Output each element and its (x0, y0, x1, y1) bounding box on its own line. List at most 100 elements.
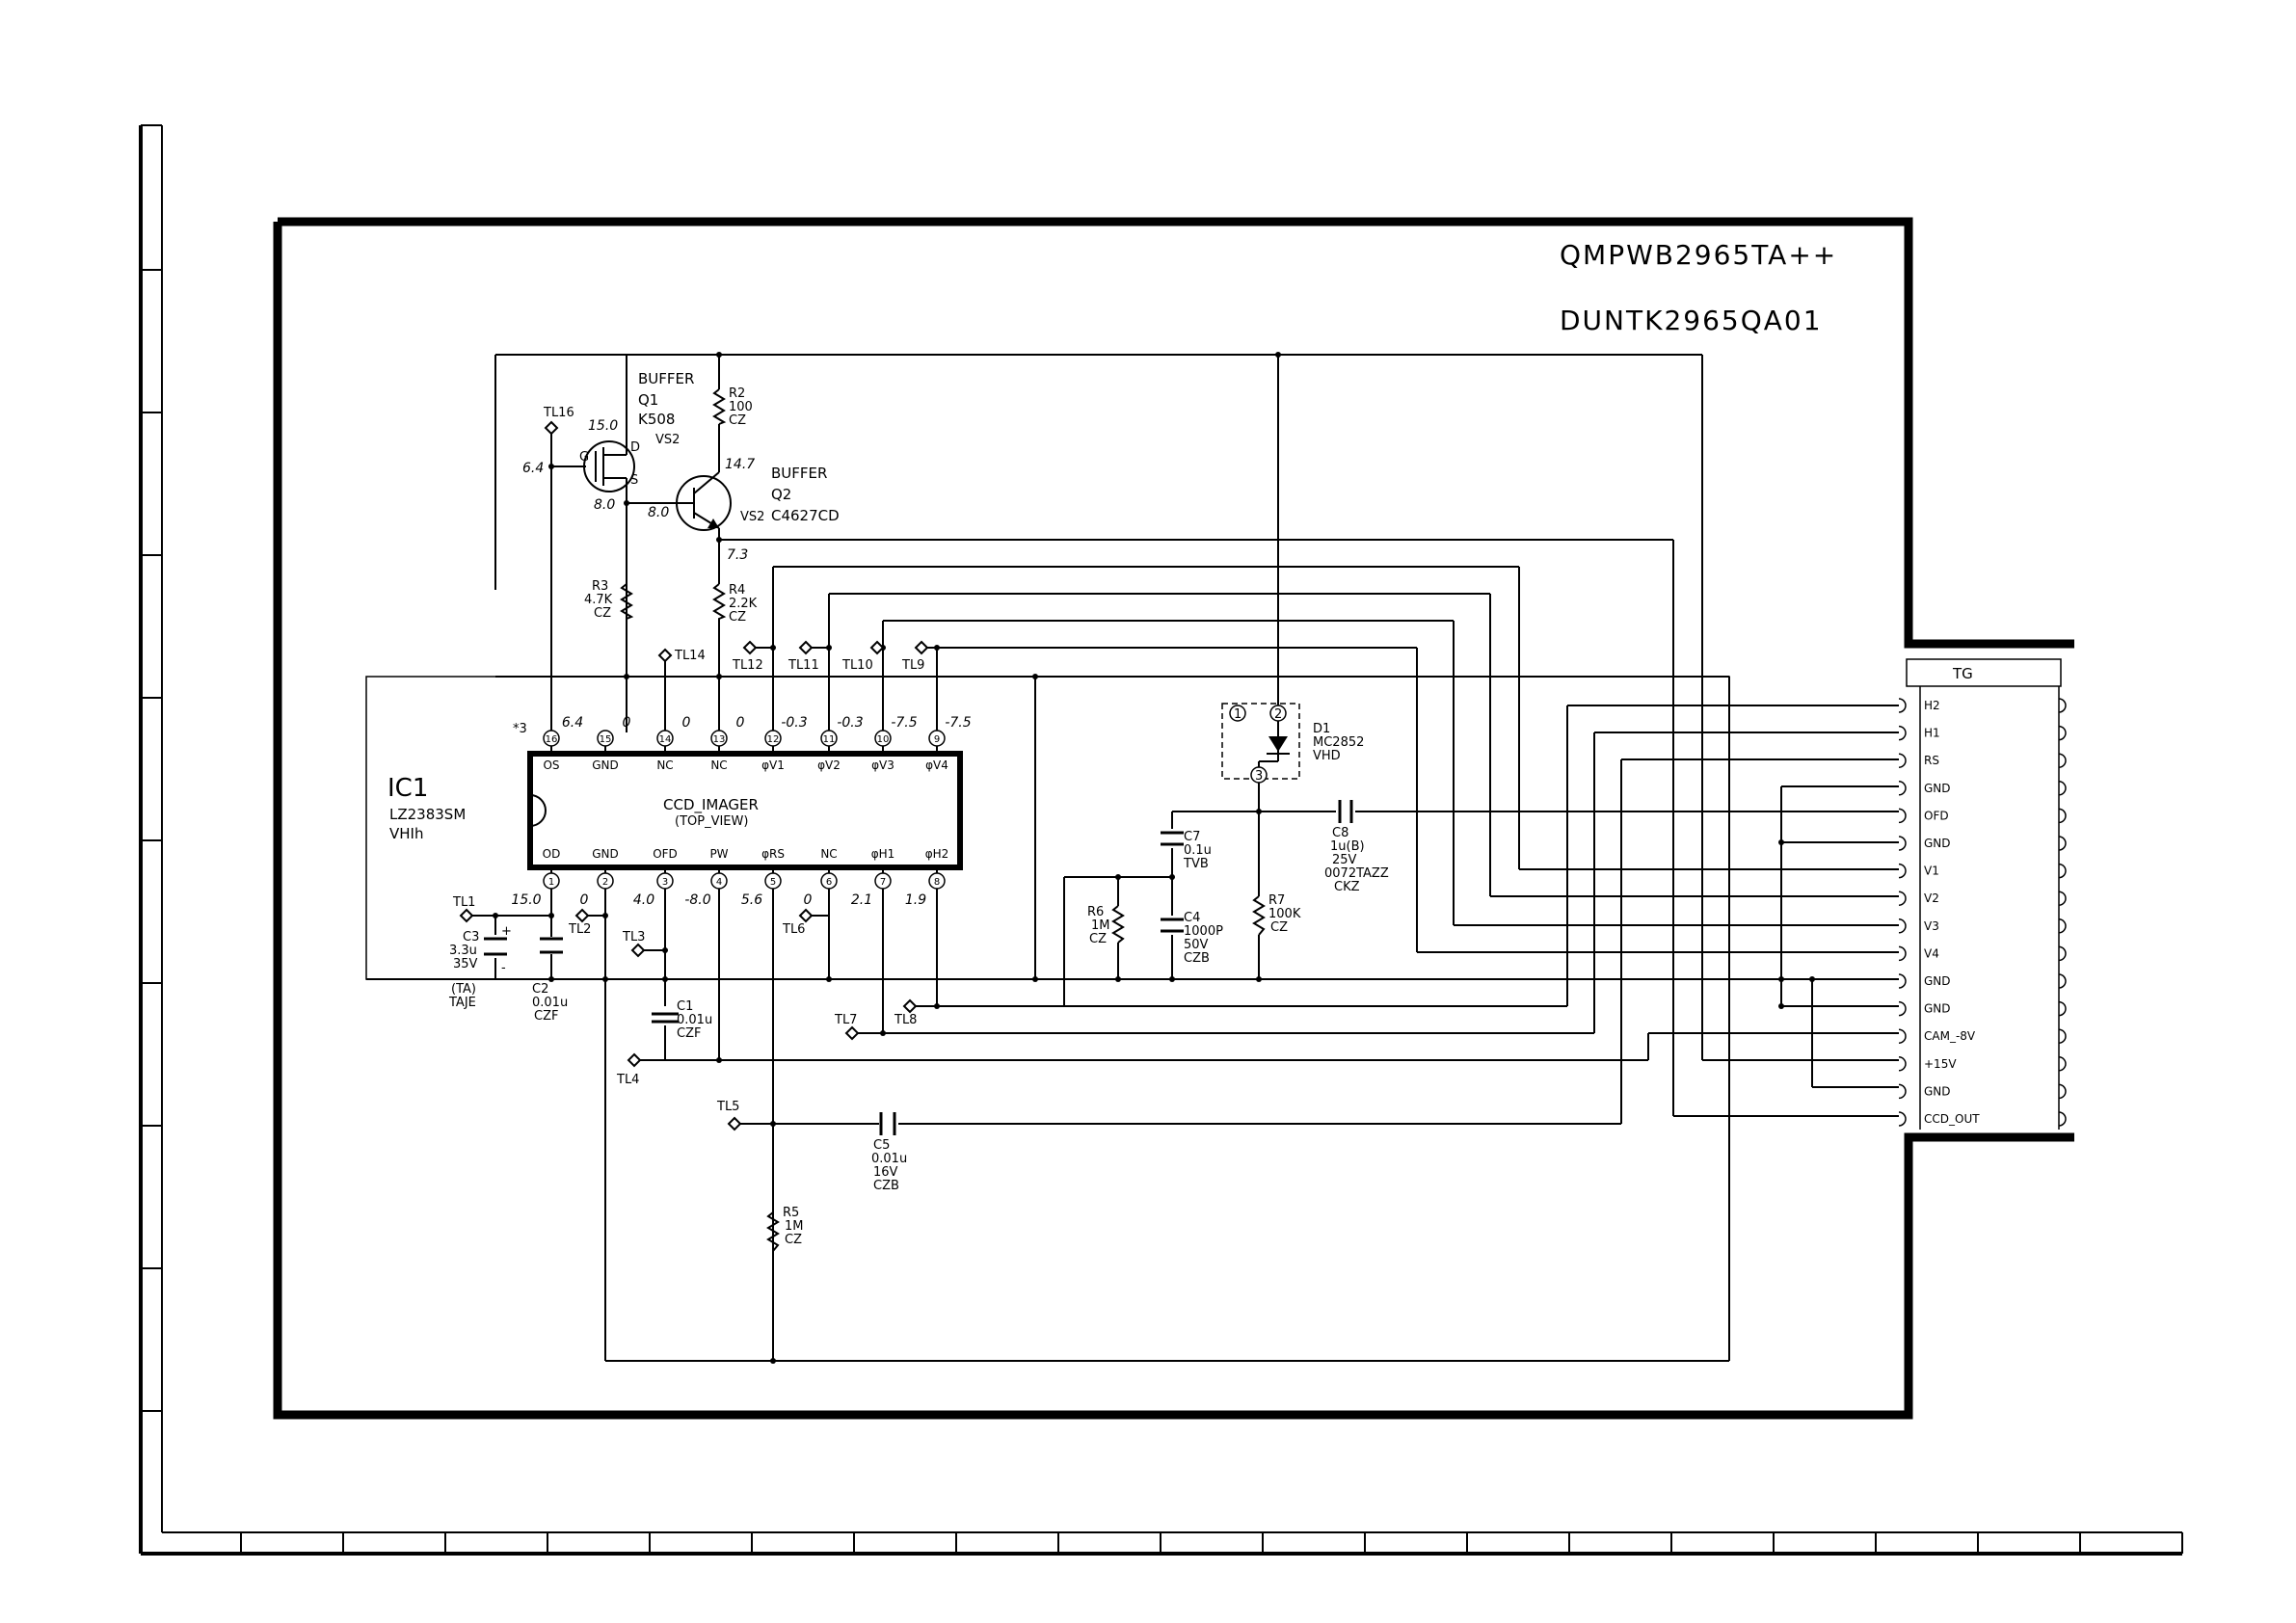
q2-type: VS2 (740, 510, 764, 524)
c4-value: 1000P (1184, 924, 1223, 939)
tg-pin-left-contact (1898, 698, 1907, 713)
tg-pin-label: GND (1924, 1084, 1951, 1098)
r3-ref: R3 (592, 579, 608, 594)
tg-pin-label: V1 (1924, 865, 1939, 878)
tg-pin-right-contact (2058, 945, 2067, 962)
r4-value: 2.2K (729, 597, 758, 611)
tg-pin-left-contact (1898, 753, 1907, 768)
c3-minus: - (501, 961, 506, 975)
r2-type: CZ (729, 413, 746, 428)
c5-ref: C5 (873, 1138, 890, 1153)
tg-pin-label: GND (1924, 782, 1951, 795)
tg-pin-label: H2 (1924, 699, 1940, 712)
ccd-pins: 16OS6.415GND014NC013NC012φV1-0.311φV2-0.… (511, 715, 971, 908)
tg-pin-left-contact (1898, 863, 1907, 879)
d1-pin2: 2 (1274, 707, 1282, 722)
tl3-label: TL3 (622, 930, 645, 945)
tg-pins: H2H1RSGNDOFDGNDV1V2V3V4GNDGNDCAM_-8V+15V… (1898, 698, 2067, 1127)
tg-pin-label: CCD_OUT (1924, 1112, 1980, 1126)
tl10-label: TL10 (841, 658, 873, 673)
q1-source-label: S (630, 473, 638, 488)
tl2-label: TL2 (568, 922, 591, 937)
ic-top-pin-voltage: -7.5 (945, 715, 971, 731)
c5-type: CZB (873, 1179, 899, 1193)
q1-fet: G D S (579, 434, 640, 492)
ic-bottom-pin-voltage: -8.0 (684, 892, 710, 908)
ic1-mark: *3 (513, 722, 527, 736)
tg-pin-right-contact (2058, 1000, 2067, 1017)
ic-top-pin-name: GND (592, 758, 619, 772)
q2-ref: Q2 (771, 486, 791, 503)
ic-top-pin-name: NC (656, 758, 673, 772)
r6-value: 1M (1091, 918, 1110, 933)
r2-ref: R2 (729, 386, 745, 401)
tg-pin-left-contact (1898, 891, 1907, 906)
d1-type: VHD (1313, 749, 1341, 763)
d1-ref: D1 (1313, 722, 1330, 736)
c3-plus: + (501, 924, 512, 939)
c8-capacitor (1338, 800, 1353, 823)
r3-resistor (620, 583, 634, 620)
c1-value: 0.01u (677, 1013, 712, 1027)
tg-pin-label: V2 (1924, 891, 1939, 905)
ic-top-pin-voltage: 0 (682, 715, 691, 731)
c2-ref: C2 (532, 982, 548, 997)
c3-value: 3.3u (449, 944, 477, 958)
wires (366, 354, 1899, 1362)
q2-base-voltage: 8.0 (648, 505, 669, 520)
ccd-imager-subtitle: (TOP_VIEW) (675, 814, 748, 829)
tg-pin-label: GND (1924, 837, 1951, 850)
c7-ref: C7 (1184, 830, 1200, 844)
ic-top-pin-number: 9 (934, 734, 940, 745)
q2-emitter-voltage: 7.3 (727, 547, 748, 563)
c3-note: (TA) (451, 982, 476, 997)
tg-pin-right-contact (2058, 836, 2067, 851)
ic-bottom-pin-voltage: 4.0 (633, 892, 654, 908)
c7-value: 0.1u (1184, 843, 1212, 858)
r6-resistor (1111, 905, 1125, 944)
tg-pin-label: V4 (1924, 946, 1939, 960)
ic1-part: LZ2383SM (389, 806, 466, 823)
r3-value: 4.7K (584, 593, 613, 607)
board-part-number: QMPWB2965TA++ (1560, 239, 1837, 271)
ic-bottom-pin-name: NC (820, 847, 837, 861)
q1-part: K508 (638, 411, 675, 428)
q1-name: BUFFER (638, 370, 694, 387)
c8-value: 1u(B) (1330, 839, 1365, 854)
tg-pin-left-contact (1898, 945, 1907, 962)
tg-pin-left-contact (1898, 836, 1907, 851)
ic-bottom-pin-name: φRS (761, 847, 785, 861)
ic-top-pin-name: OS (543, 758, 559, 772)
ic-bottom-pin-7 (874, 872, 892, 890)
ic-bottom-pin-2 (597, 872, 614, 890)
ic-top-pin-number: 15 (600, 734, 612, 745)
q1-source-voltage: 8.0 (594, 497, 615, 513)
q1-ref: Q1 (638, 391, 658, 409)
tl1-label: TL1 (452, 895, 475, 910)
tl4-label: TL4 (616, 1073, 639, 1087)
tl7-label: TL7 (834, 1013, 857, 1027)
tg-pin-left-contact (1898, 808, 1907, 824)
ic-bottom-pin-voltage: 2.1 (851, 892, 872, 908)
r5-ref: R5 (783, 1206, 799, 1220)
tl8-label: TL8 (894, 1013, 917, 1027)
tg-pin-label: GND (1924, 974, 1951, 988)
r6-type: CZ (1089, 932, 1107, 946)
c8-type: CKZ (1334, 880, 1360, 894)
tg-pin-right-contact (2058, 808, 2067, 824)
ic-top-pin-voltage: 6.4 (562, 715, 583, 731)
r5-resistor (766, 1211, 780, 1252)
tg-pin-label: GND (1924, 1002, 1951, 1016)
q2-collector-voltage: 14.7 (725, 457, 755, 472)
ic-bottom-pin-4 (710, 872, 728, 890)
tl14-label: TL14 (674, 649, 706, 663)
board-unit-number: DUNTK2965QA01 (1560, 305, 1823, 336)
c4-voltage: 50V (1184, 938, 1209, 952)
tl11-label: TL11 (788, 658, 819, 673)
ic-top-pin-11 (820, 730, 838, 747)
tg-pin-label: CAM_-8V (1924, 1029, 1976, 1043)
c4-capacitor (1161, 918, 1184, 933)
tg-pin-right-contact (2058, 725, 2067, 741)
ic-top-pin-number: 11 (823, 734, 836, 745)
